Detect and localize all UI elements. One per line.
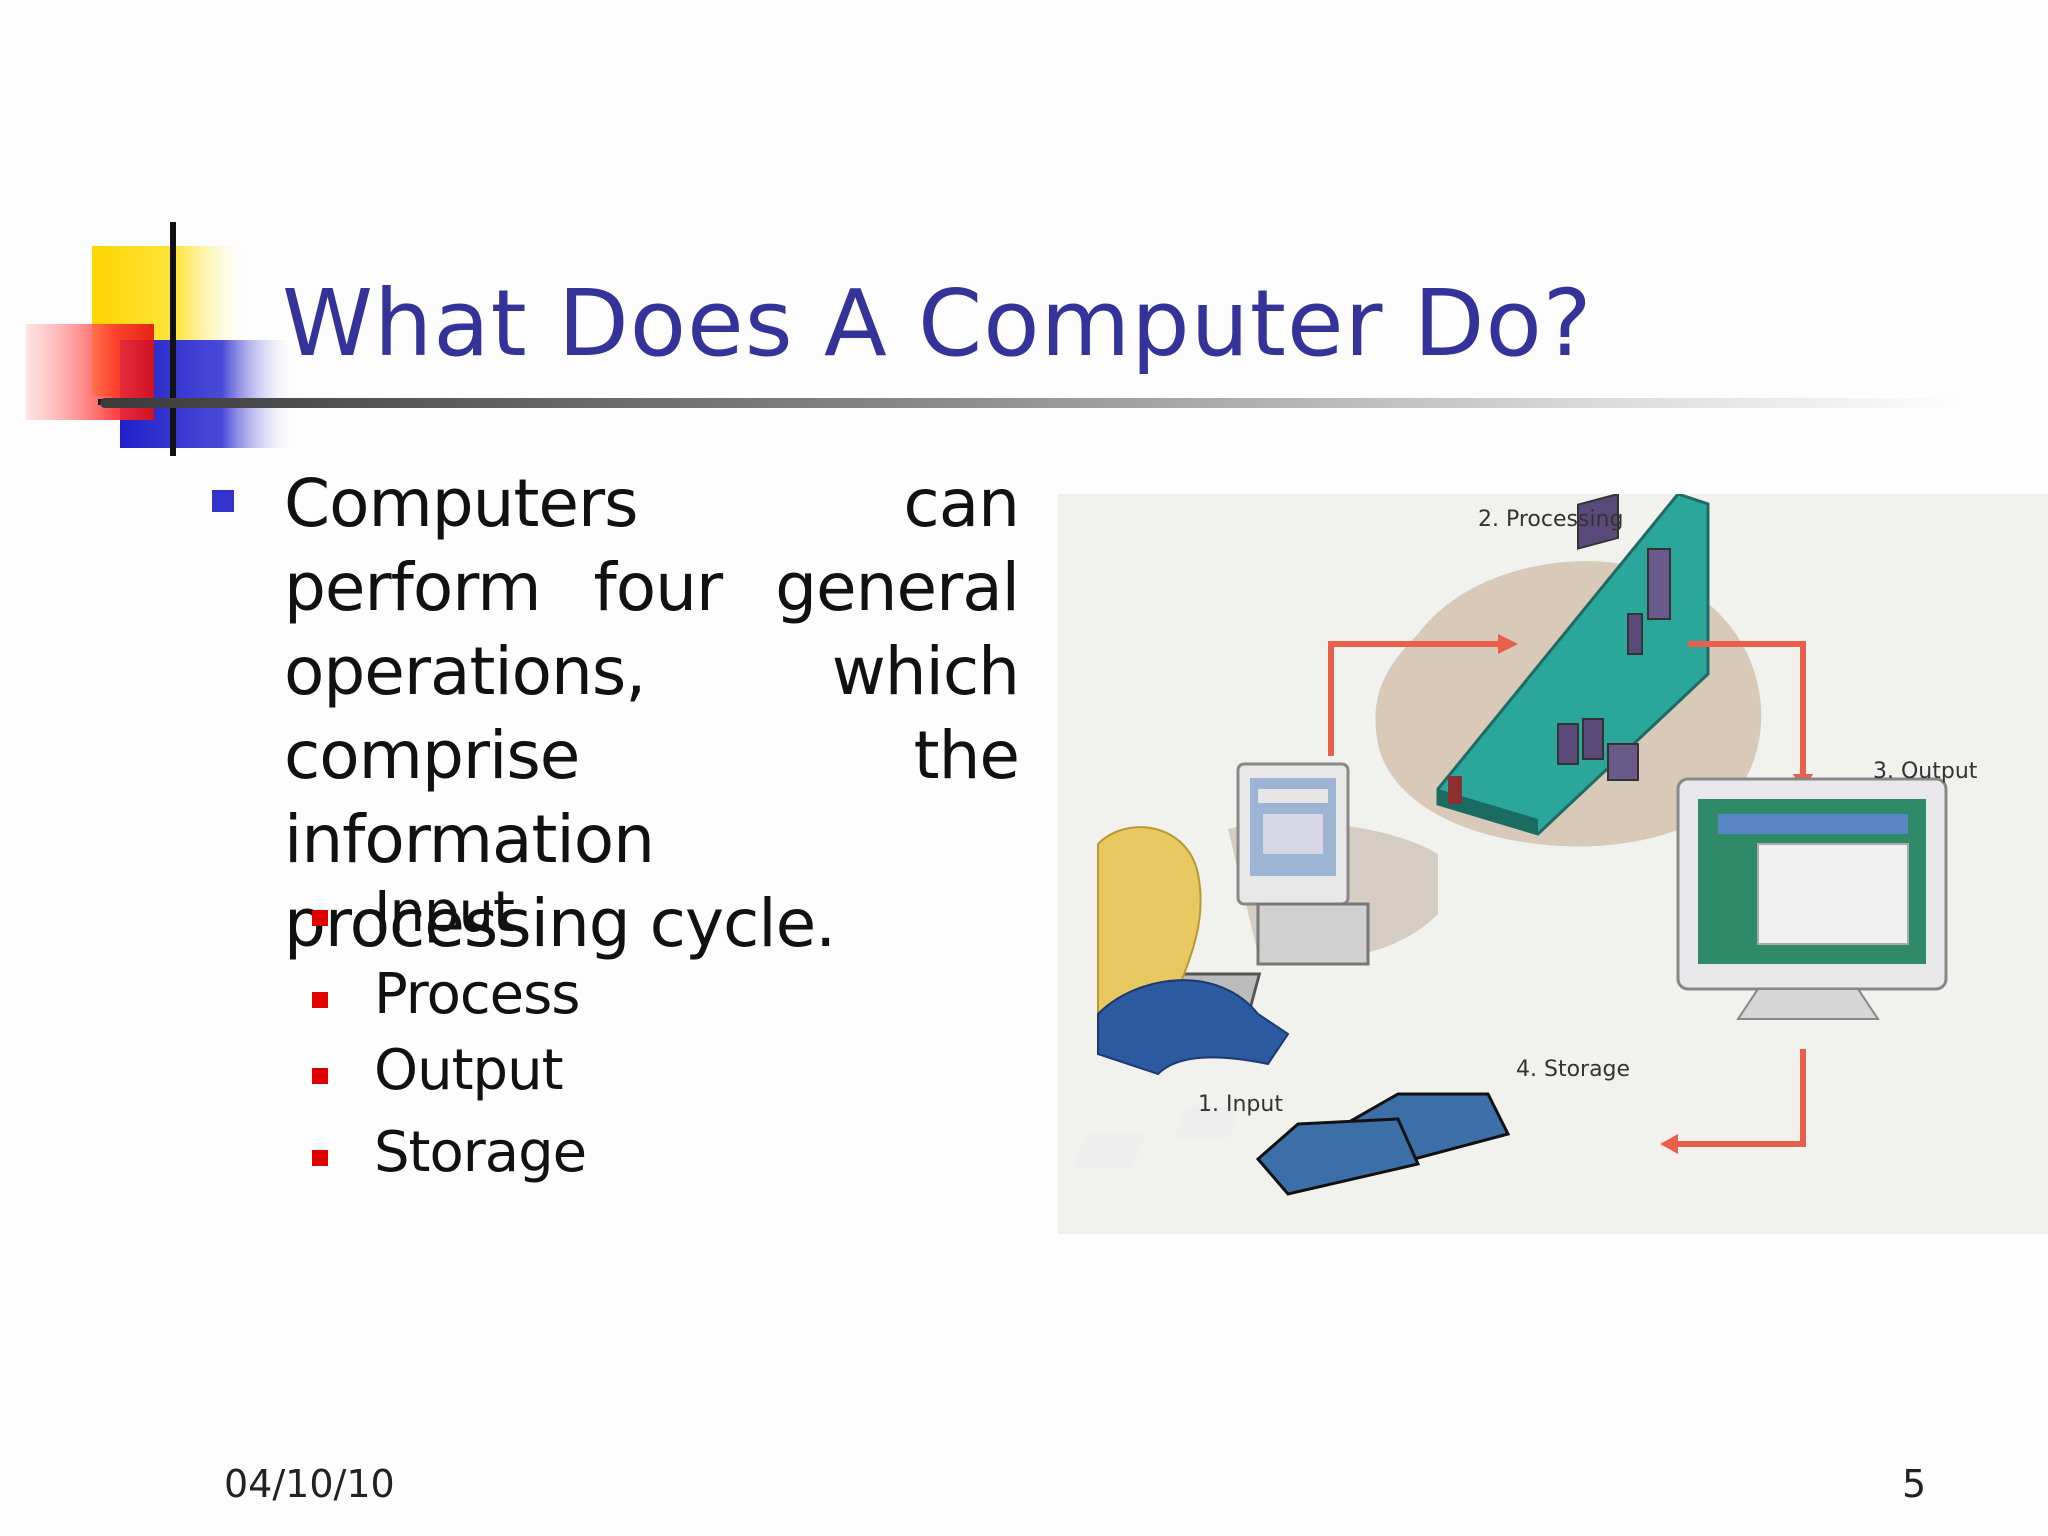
corner-decoration bbox=[26, 222, 290, 456]
storage-disks-icon bbox=[1072, 1092, 1511, 1196]
arrow-processing-to-output bbox=[1688, 641, 1806, 774]
red-bullet bbox=[312, 1150, 328, 1166]
label-output: 3. Output bbox=[1873, 759, 1978, 784]
red-bullet bbox=[312, 1068, 328, 1084]
arrowhead bbox=[1498, 634, 1518, 654]
main-paragraph: Computers can perform four general opera… bbox=[284, 465, 1020, 962]
label-processing: 2. Processing bbox=[1478, 507, 1623, 532]
list-item-label: Input bbox=[374, 880, 515, 945]
main-bullet-square bbox=[212, 490, 234, 512]
diagram-canvas: 2. Processing 3. Output 4. Storage 1. In… bbox=[1072, 494, 1978, 1196]
list-item-label: Output bbox=[374, 1038, 564, 1103]
footer-date: 04/10/10 bbox=[224, 1462, 395, 1506]
title-underline bbox=[100, 398, 1960, 408]
label-storage: 4. Storage bbox=[1516, 1057, 1630, 1082]
slide-title: What Does A Computer Do? bbox=[282, 270, 1593, 377]
red-bullet bbox=[312, 992, 328, 1008]
list-item-label: Process bbox=[374, 962, 580, 1027]
page-number: 5 bbox=[1902, 1462, 1927, 1506]
list-item-label: Storage bbox=[374, 1120, 587, 1185]
processing-cycle-diagram: 2. Processing 3. Output 4. Storage 1. In… bbox=[1058, 494, 2048, 1234]
user-computer-icon bbox=[1097, 762, 1438, 1076]
red-bullet bbox=[312, 910, 328, 926]
arrow-output-to-storage bbox=[1678, 1049, 1806, 1147]
arrowhead bbox=[1660, 1134, 1678, 1154]
circuit-board-icon bbox=[1436, 494, 1710, 836]
arrow-input-to-processing bbox=[1328, 640, 1498, 756]
output-monitor-icon bbox=[1676, 777, 1948, 1020]
label-input: 1. Input bbox=[1198, 1092, 1283, 1117]
